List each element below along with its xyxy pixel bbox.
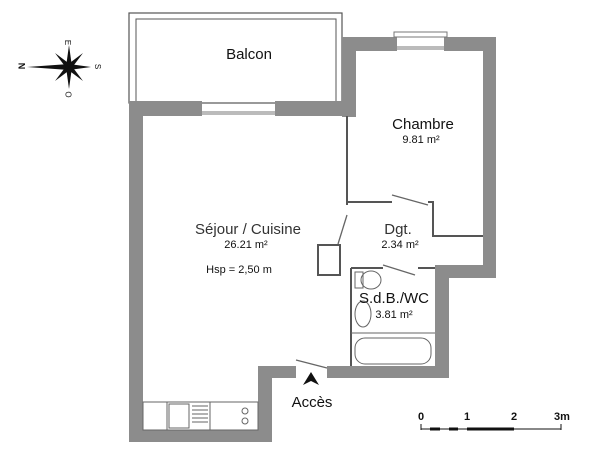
room-dgt-name: Dgt. [384,221,412,238]
scale-tick-2: 2 [510,411,518,423]
room-sdb-area: 3.81 m² [375,309,413,321]
room-dgt-area: 2.34 m² [381,239,419,251]
scale-tick-3: 3m [554,411,570,423]
room-sejour-height: Hsp = 2,50 m [206,264,272,276]
compass-south: S [93,63,103,70]
room-chambre-name: Chambre [392,116,454,133]
room-sejour-area: 26.21 m² [224,239,268,251]
compass-rose-icon [27,45,91,89]
room-balcon-name: Balcon [226,46,272,63]
room-chambre-area: 9.81 m² [402,134,440,146]
scale-bar [420,424,562,431]
compass-east: E [63,39,73,46]
compass-west: O [63,91,73,98]
room-sejour-name: Séjour / Cuisine [195,221,301,238]
scale-tick-0: 0 [417,411,425,423]
room-sdb-name: S.d.B./WC [358,290,430,307]
access-label: Accès [291,394,333,411]
scale-tick-1: 1 [463,411,471,423]
compass-north: N [16,62,27,70]
access-arrow-icon [303,372,319,385]
